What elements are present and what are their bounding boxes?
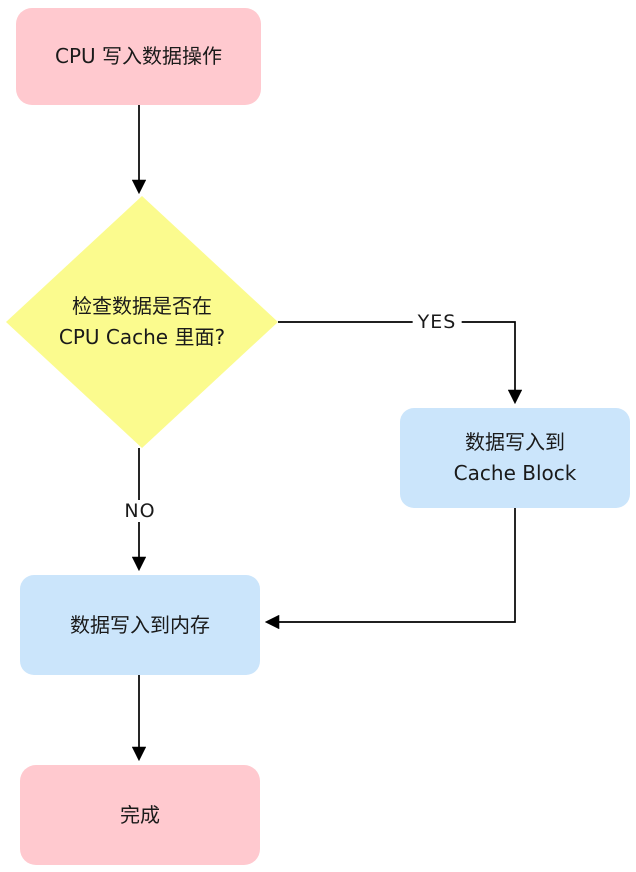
edge-label-no: NO (119, 500, 161, 522)
node-cpu-write-start-label: CPU 写入数据操作 (54, 44, 223, 68)
edge-decision-to-cache (278, 321, 523, 405)
node-cpu-write-start: CPU 写入数据操作 (16, 8, 261, 105)
node-write-memory: 数据写入到内存 (20, 575, 260, 675)
edge-cache-to-memory (264, 508, 516, 630)
node-done: 完成 (20, 765, 260, 865)
node-done-label: 完成 (120, 802, 160, 827)
edge-label-yes: YES (412, 311, 462, 333)
node-write-cache-block: 数据写入到 Cache Block (400, 408, 630, 508)
node-write-cache-block-label: 数据写入到 Cache Block (453, 430, 577, 485)
node-write-memory-label: 数据写入到内存 (70, 612, 210, 637)
node-cache-check-decision: 检查数据是否在 CPU Cache 里面? (6, 196, 278, 448)
node-cache-check-decision-label: 检查数据是否在 CPU Cache 里面? (58, 294, 226, 349)
